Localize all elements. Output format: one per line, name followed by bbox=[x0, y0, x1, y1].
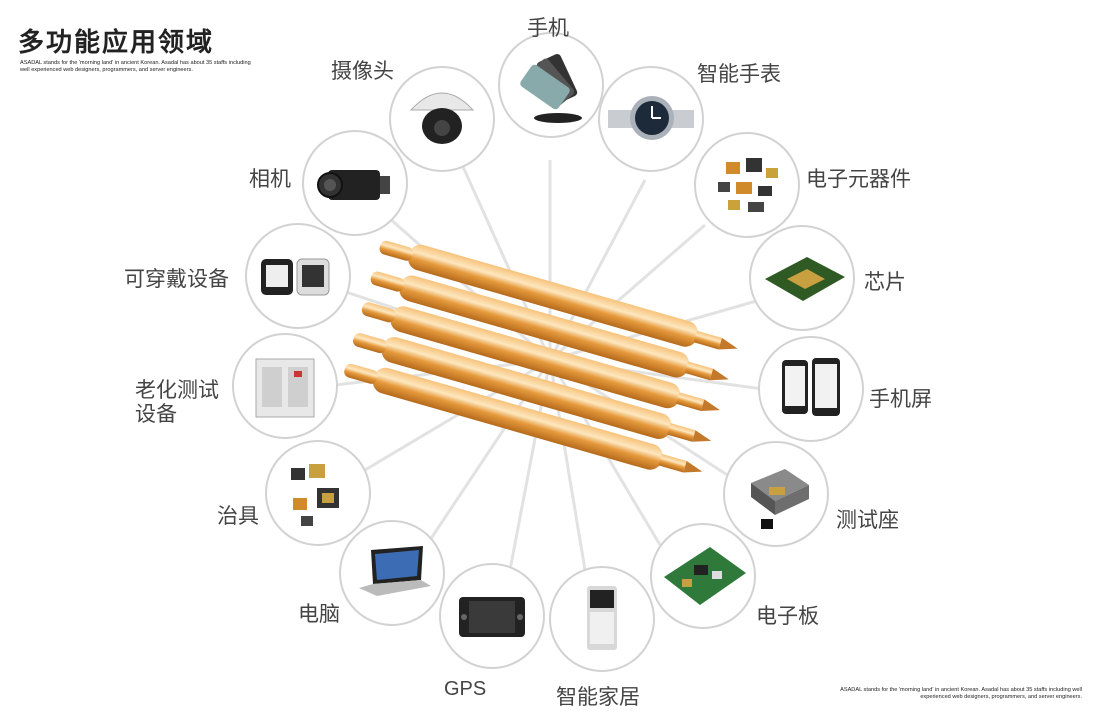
label-cctv: 摄像头 bbox=[331, 59, 394, 83]
label-pcb: 电子板 bbox=[756, 604, 819, 628]
aging-test-circle bbox=[232, 333, 338, 439]
watch-icon bbox=[608, 96, 694, 140]
label-smartwatch: 智能手表 bbox=[697, 62, 781, 86]
gps-icon bbox=[459, 597, 525, 637]
cctv-icon bbox=[409, 92, 475, 144]
cctv-circle bbox=[389, 66, 495, 172]
label-computer: 电脑 bbox=[298, 602, 340, 626]
label-test-socket: 测试座 bbox=[836, 508, 899, 532]
label-aging-test: 老化测试 设备 bbox=[135, 378, 219, 426]
wearable-icon bbox=[261, 258, 330, 296]
fixture-icon bbox=[291, 464, 339, 526]
test-socket-circle bbox=[723, 441, 829, 547]
wearable-circle bbox=[245, 223, 351, 329]
test-socket-icon bbox=[751, 469, 809, 529]
pcb-icon bbox=[664, 547, 746, 605]
phone-icon bbox=[520, 53, 582, 123]
footer-note: ASADAL stands for the 'morning land' in … bbox=[840, 687, 1082, 700]
intro-note: ASADAL stands for the 'morning land' in … bbox=[20, 60, 251, 73]
label-gps: GPS bbox=[444, 678, 487, 700]
label-camera: 相机 bbox=[249, 167, 291, 191]
label-smart-home: 智能家居 bbox=[556, 685, 640, 709]
aging-test-icon bbox=[255, 358, 315, 418]
phone-screen-icon bbox=[782, 358, 840, 416]
chip-circle bbox=[749, 225, 855, 331]
smart-home-icon bbox=[587, 586, 617, 650]
camera-circle bbox=[302, 130, 408, 236]
computer-circle bbox=[339, 520, 445, 626]
chip-icon bbox=[765, 257, 845, 301]
pcb-circle bbox=[650, 523, 756, 629]
label-chip: 芯片 bbox=[864, 270, 906, 294]
label-phone-screen: 手机屏 bbox=[869, 387, 932, 411]
label-components: 电子元器件 bbox=[806, 167, 911, 191]
label-phone: 手机 bbox=[527, 16, 569, 40]
label-wearable: 可穿戴设备 bbox=[124, 267, 229, 291]
phone-screen-circle bbox=[758, 336, 864, 442]
page-title: 多功能应用领域 bbox=[18, 28, 215, 58]
components-circle bbox=[694, 132, 800, 238]
gps-circle bbox=[439, 563, 545, 669]
smart-home-circle bbox=[549, 566, 655, 672]
label-fixture: 治具 bbox=[217, 504, 259, 528]
smartwatch-circle bbox=[598, 66, 704, 172]
fixture-circle bbox=[265, 440, 371, 546]
laptop-icon bbox=[359, 546, 431, 596]
components-icon bbox=[718, 158, 778, 212]
phone-circle bbox=[498, 32, 604, 138]
camera-icon bbox=[317, 170, 390, 200]
